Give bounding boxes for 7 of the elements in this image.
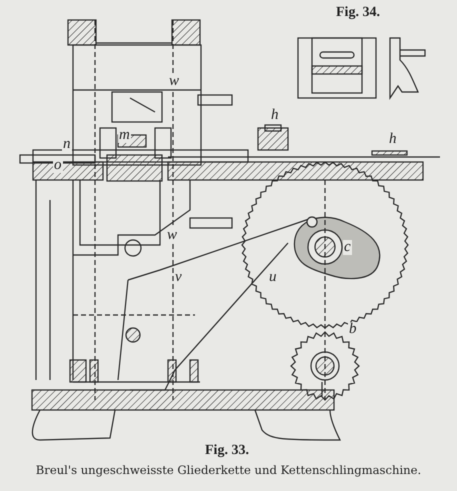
figure-number: Fig. 34.	[336, 6, 380, 20]
part-letter: w	[166, 228, 178, 243]
figure-number: Fig. 33.	[205, 444, 249, 458]
part-letter: c	[343, 240, 352, 255]
part-letter: o	[53, 158, 62, 173]
figure-caption: Breul's ungeschweisste Gliederkette und Kettenschlingmaschine.	[34, 463, 422, 477]
part-letter: w	[168, 74, 180, 89]
